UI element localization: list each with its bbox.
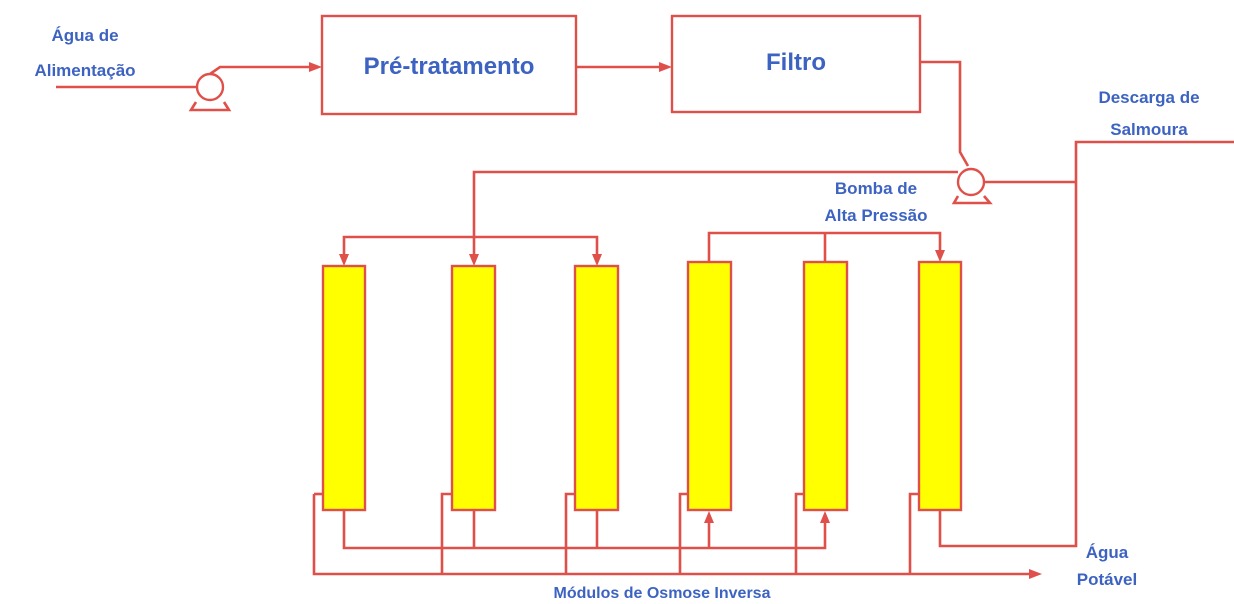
- arrow-into-module-6: [935, 250, 945, 262]
- feed-water-label-line1: Água de: [51, 26, 118, 45]
- potable-water-label-line1: Água: [1086, 543, 1129, 562]
- arrow-to-potable-water: [1029, 569, 1042, 579]
- hp-pump-to-modules-line: [472, 170, 958, 256]
- potable-water-label-line2: Potável: [1077, 570, 1137, 589]
- arrow-into-module-2: [469, 254, 479, 266]
- feed-header-left: [342, 235, 599, 254]
- arrow-into-module-1: [339, 254, 349, 266]
- feed-water-label-line2: Alimentação: [34, 61, 135, 80]
- permeate-tap-module-3: [564, 492, 575, 574]
- ro-module-5: [802, 260, 849, 512]
- module-6-outlet-line: [938, 140, 1234, 548]
- brine-discharge-label-line2: Salmoura: [1110, 120, 1188, 139]
- ro-modules-label: Módulos de Osmose Inversa: [554, 585, 771, 602]
- ro-module-3: [573, 264, 620, 512]
- hp-pump-label-line1: Bomba de: [835, 179, 917, 198]
- ro-module-1: [321, 264, 367, 512]
- arrow-into-module-4-bottom: [704, 511, 714, 523]
- feed-pump-icon: [188, 72, 232, 112]
- permeate-header: [312, 494, 1030, 576]
- filter-to-hp-pump-line: [920, 60, 970, 167]
- pretreatment-box: [320, 14, 578, 116]
- arrow-into-module-5-bottom: [820, 511, 830, 523]
- pretreatment-label: Pré-tratamento: [364, 53, 535, 80]
- ro-module-4: [686, 260, 733, 512]
- ro-module-2: [450, 264, 497, 512]
- permeate-tap-module-5: [794, 492, 804, 574]
- filter-box: [670, 14, 922, 114]
- permeate-tap-module-2: [440, 492, 452, 574]
- filter-label: Filtro: [766, 49, 826, 76]
- hp-pump-label-line2: Alta Pressão: [825, 206, 928, 225]
- high-pressure-pump-icon: [951, 167, 993, 205]
- permeate-tap-module-4: [678, 492, 688, 574]
- arrow-into-pretreatment: [309, 62, 322, 72]
- ro-module-6: [917, 260, 963, 512]
- arrow-into-module-3: [592, 254, 602, 266]
- arrow-into-filter: [659, 62, 672, 72]
- permeate-tap-module-6: [908, 492, 919, 574]
- brine-header-left: [342, 510, 827, 550]
- brine-discharge-label-line1: Descarga de: [1098, 88, 1199, 107]
- feed-line-to-pretreatment: [209, 65, 310, 76]
